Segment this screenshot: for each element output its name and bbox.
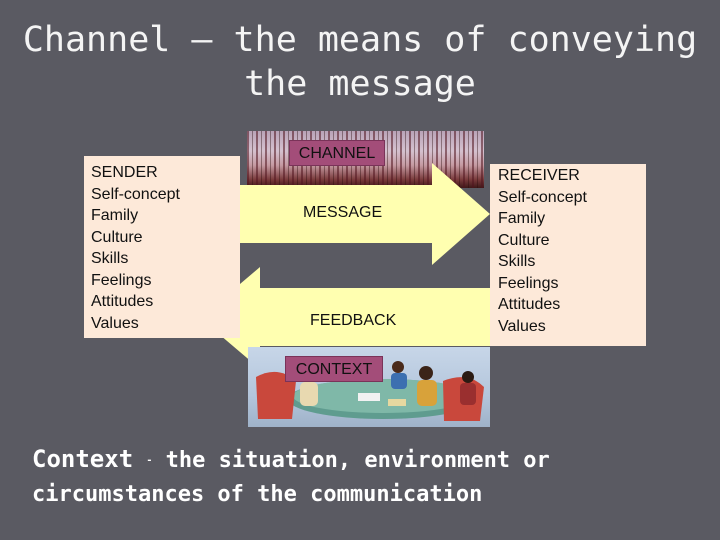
receiver-item: Feelings bbox=[498, 274, 559, 292]
sender-box: SENDER Self-concept Family Culture Skill… bbox=[84, 156, 240, 338]
slide-title: Channel – the means of conveying the mes… bbox=[22, 20, 698, 104]
receiver-item: Attitudes bbox=[498, 296, 561, 313]
receiver-heading: RECEIVER bbox=[498, 167, 580, 184]
receiver-box: RECEIVER Self-concept Family Culture Ski… bbox=[490, 164, 646, 346]
context-term: Context bbox=[32, 445, 134, 473]
sender-item: Culture bbox=[91, 228, 143, 246]
context-label: CONTEXT bbox=[285, 356, 383, 382]
sender-item: Attitudes bbox=[91, 293, 154, 310]
sender-item: Feelings bbox=[91, 271, 152, 289]
sender-item: Family bbox=[91, 207, 139, 224]
context-definition-text: the situation, environment or circumstan… bbox=[32, 448, 550, 507]
receiver-item: Values bbox=[498, 317, 546, 335]
sender-item: Self-concept bbox=[91, 185, 180, 203]
sender-heading: SENDER bbox=[91, 164, 158, 181]
feedback-label: FEEDBACK bbox=[310, 312, 397, 329]
receiver-item: Culture bbox=[498, 231, 550, 249]
context-definition: Context - the situation, environment or … bbox=[32, 442, 692, 512]
channel-label: CHANNEL bbox=[289, 140, 385, 166]
meeting-scene-image bbox=[248, 347, 490, 427]
message-label: MESSAGE bbox=[303, 204, 383, 221]
receiver-item: Self-concept bbox=[498, 188, 587, 206]
sender-item: Values bbox=[91, 314, 139, 332]
receiver-item: Family bbox=[498, 210, 546, 227]
sender-item: Skills bbox=[91, 250, 129, 267]
context-dash: - bbox=[146, 455, 153, 466]
receiver-item: Skills bbox=[498, 253, 536, 270]
meeting-illustration bbox=[256, 361, 484, 421]
